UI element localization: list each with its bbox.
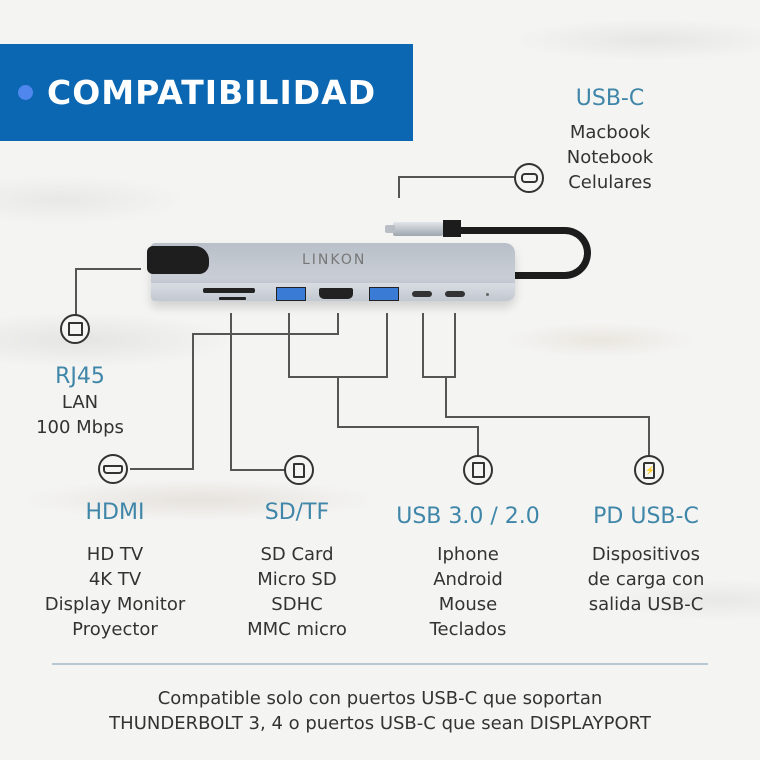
usb-c-line: Celulares	[568, 172, 652, 193]
pd-usb-c-line: de carga con	[587, 569, 705, 590]
connector-line	[230, 469, 285, 471]
connector-line	[130, 468, 194, 470]
usb-a-line: Android	[433, 569, 503, 590]
hdmi-label: HDMI HD TV 4K TV Display Monitor Proyect…	[30, 500, 200, 642]
connector-line	[230, 313, 232, 471]
sd-tf-line: Micro SD	[257, 569, 337, 590]
hdmi-line: Proyector	[72, 619, 158, 640]
page-title: COMPATIBILIDAD	[47, 73, 377, 112]
sd-tf-line: SD Card	[260, 544, 334, 565]
pd-usb-c-title: PD USB-C	[593, 504, 699, 529]
connector-line	[337, 426, 479, 428]
connector-line	[75, 268, 77, 316]
sd-tf-label: SD/TF SD Card Micro SD SDHC MMC micro	[222, 500, 372, 642]
usb-c-port-1	[412, 291, 432, 297]
sd-tf-title: SD/TF	[264, 500, 330, 525]
sd-tf-line: SDHC	[271, 594, 323, 615]
brand-logo: LINKON	[302, 252, 367, 268]
sd-tf-line: MMC micro	[247, 619, 347, 640]
hub-cable	[460, 227, 591, 279]
usb-a-title: USB 3.0 / 2.0	[396, 504, 540, 529]
connector-line	[337, 313, 339, 334]
pd-usb-c-line: Dispositivos	[591, 544, 701, 565]
connector-line	[422, 376, 456, 378]
battery-charge-icon: ⚡	[634, 455, 664, 485]
hdmi-port-icon	[98, 454, 128, 484]
usb-a-line: Mouse	[438, 594, 498, 615]
rj45-label: RJ45 LAN 100 Mbps	[15, 364, 145, 440]
usb-c-line: Macbook	[569, 122, 651, 143]
usb-a-line: Iphone	[437, 544, 499, 565]
connector-line	[445, 376, 447, 418]
pd-usb-c-line: salida USB-C	[588, 594, 704, 615]
rj45-title: RJ45	[55, 364, 105, 389]
compatibility-note: Compatible solo con puertos USB-C que so…	[0, 686, 760, 736]
ethernet-port-icon	[60, 314, 90, 344]
connector-line	[398, 176, 514, 178]
usb-stick-icon	[463, 455, 493, 485]
connector-line	[75, 268, 141, 270]
rj45-jack	[147, 246, 209, 274]
footer-line-2: THUNDERBOLT 3, 4 o puertos USB-C que sea…	[109, 713, 651, 734]
tf-slot	[219, 297, 246, 300]
usb-c-label: USB-C Macbook Notebook Celulares	[540, 86, 680, 195]
usb-a-port-1	[276, 287, 306, 301]
connector-line	[192, 333, 339, 335]
divider	[52, 663, 708, 665]
connector-line	[648, 416, 650, 456]
usb-a-label: USB 3.0 / 2.0 Iphone Android Mouse Tecla…	[370, 504, 566, 642]
pd-usb-c-label: PD USB-C Dispositivos de carga con salid…	[566, 504, 726, 617]
connector-line	[454, 313, 456, 378]
rj45-line: 100 Mbps	[36, 417, 124, 438]
connector-line	[337, 376, 339, 427]
usb-c-title: USB-C	[575, 86, 645, 111]
connector-line	[422, 313, 424, 378]
footer-line-1: Compatible solo con puertos USB-C que so…	[157, 688, 603, 709]
connector-line	[445, 416, 650, 418]
title-banner: COMPATIBILIDAD	[0, 44, 413, 141]
bullet-dot-icon	[18, 85, 33, 100]
connector-line	[386, 313, 388, 378]
hdmi-line: 4K TV	[88, 569, 142, 590]
plug-neck	[443, 220, 461, 237]
usb-c-port-icon	[514, 163, 544, 193]
sd-slot	[203, 288, 255, 293]
hdmi-title: HDMI	[85, 500, 145, 525]
hdmi-port	[319, 288, 353, 299]
usb-a-line: Teclados	[429, 619, 507, 640]
usb-c-port-2	[445, 291, 465, 297]
connector-line	[288, 313, 290, 378]
connector-line	[398, 176, 400, 198]
usb-a-port-2	[369, 287, 399, 301]
usb-c-plug	[393, 222, 443, 236]
led-indicator	[486, 293, 489, 296]
hdmi-line: Display Monitor	[44, 594, 186, 615]
rj45-line: LAN	[61, 392, 99, 413]
sd-card-icon	[284, 455, 314, 485]
connector-line	[477, 426, 479, 456]
usb-c-plug-tip	[385, 225, 395, 233]
usb-c-line: Notebook	[566, 147, 654, 168]
hdmi-line: HD TV	[86, 544, 144, 565]
connector-line	[192, 333, 194, 470]
